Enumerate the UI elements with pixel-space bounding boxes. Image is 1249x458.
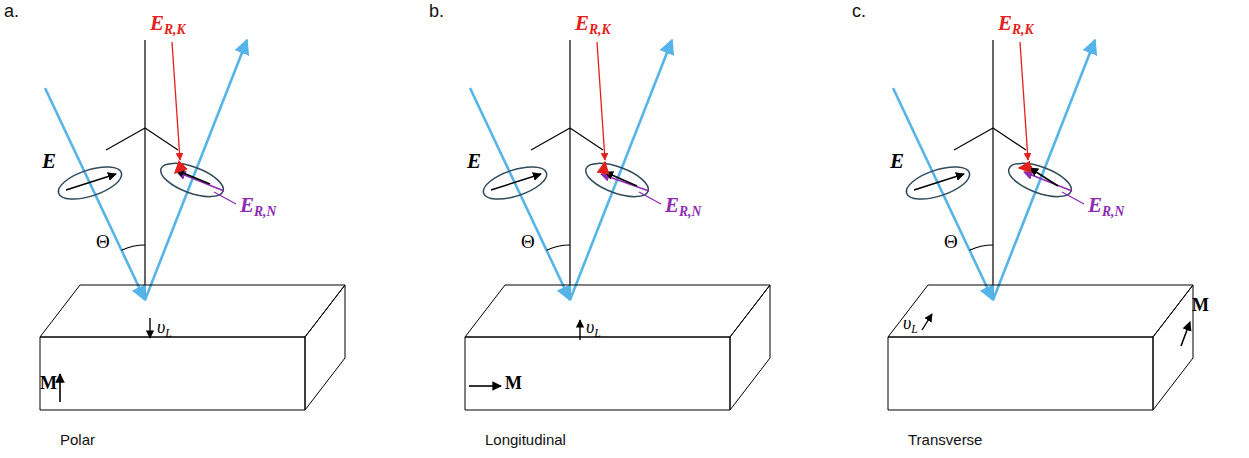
slab-side [305, 285, 345, 410]
slab-outline [36, 282, 366, 416]
velocity-label: υL [157, 318, 172, 340]
angle-label: Θ [944, 232, 958, 253]
panel-letter: c. [852, 2, 866, 22]
slab-outline [461, 282, 791, 416]
kerr-component [175, 164, 184, 173]
magnetization-arrow [59, 374, 61, 402]
angle-arc [970, 245, 994, 250]
polarization-ellipse [582, 156, 653, 203]
leader-line [597, 42, 605, 160]
leader-line [214, 192, 236, 204]
polarization-ellipse [903, 160, 974, 205]
plane-line [145, 128, 178, 150]
magnetization-arrow [469, 385, 501, 387]
field-vector [914, 174, 964, 190]
normal-field-label: ER,N [240, 194, 276, 219]
surface-normal [569, 40, 570, 300]
field-vector [1030, 168, 1058, 186]
magnetization-label: M [505, 374, 522, 394]
surface-normal [992, 40, 993, 300]
reflected-ray [145, 40, 247, 300]
leader-line [1020, 42, 1028, 160]
velocity-arrow [922, 314, 932, 330]
slab-front [40, 337, 305, 410]
leader-line [1062, 192, 1084, 204]
kerr-field-label: ER,K [998, 12, 1034, 37]
sample-slab: υL M [884, 282, 1214, 416]
geometry-caption: Polar [60, 432, 95, 449]
kerr-component [1019, 167, 1032, 168]
leader-line [172, 42, 180, 160]
surface-normal [144, 40, 145, 300]
velocity-arrow [579, 320, 580, 340]
magnetization-label: M [40, 374, 57, 394]
panel-letter: b. [429, 2, 444, 22]
plane-line [106, 128, 145, 150]
polarization-ellipse [55, 160, 126, 205]
incident-ray [893, 88, 993, 300]
magnetization-label: M [1192, 296, 1209, 316]
normal-field-label: ER,N [665, 194, 701, 219]
normal-component [601, 174, 649, 191]
plane-line [993, 128, 1026, 150]
sample-slab: υL M [461, 282, 791, 416]
slab-top [888, 285, 1193, 337]
polarization-ellipse [480, 160, 551, 205]
velocity-arrow [149, 318, 150, 338]
polarization-ellipse [1005, 156, 1076, 203]
slab-front [888, 337, 1153, 410]
field-vector [491, 174, 541, 190]
field-label: E [890, 150, 904, 173]
slab-top [465, 285, 770, 337]
plane-line [531, 128, 570, 150]
panel-letter: a. [4, 2, 19, 22]
velocity-label: υL [586, 318, 601, 340]
normal-field-label: ER,N [1088, 194, 1124, 219]
plane-line [954, 128, 993, 150]
field-label: E [467, 150, 481, 173]
field-vector [605, 172, 637, 186]
plane-line [570, 128, 603, 150]
angle-label: Θ [521, 232, 535, 253]
angle-arc [547, 245, 571, 250]
normal-component [177, 172, 224, 191]
slab-front [465, 337, 730, 410]
slab-side [730, 285, 770, 410]
field-label: E [42, 150, 56, 173]
slab-side [1153, 285, 1193, 410]
reflected-ray [993, 40, 1095, 300]
velocity-label: υL [903, 314, 918, 336]
incident-ray [45, 88, 145, 300]
magnetization-arrow [1181, 322, 1190, 346]
incident-ray [470, 88, 570, 300]
slab-top [40, 285, 345, 337]
geometry-caption: Longitudinal [485, 432, 566, 449]
leader-line [639, 192, 661, 204]
sample-slab: υL M [36, 282, 366, 416]
angle-arc [122, 245, 146, 250]
normal-component [1024, 172, 1072, 191]
polarization-ellipse [157, 156, 228, 203]
angle-label: Θ [96, 232, 110, 253]
kerr-component [603, 162, 605, 174]
kerr-field-label: ER,K [150, 12, 186, 37]
field-vector [66, 174, 116, 190]
kerr-field-label: ER,K [575, 12, 611, 37]
reflected-ray [570, 40, 672, 300]
geometry-caption: Transverse [908, 432, 982, 449]
field-vector [176, 170, 210, 184]
slab-outline [884, 282, 1214, 416]
